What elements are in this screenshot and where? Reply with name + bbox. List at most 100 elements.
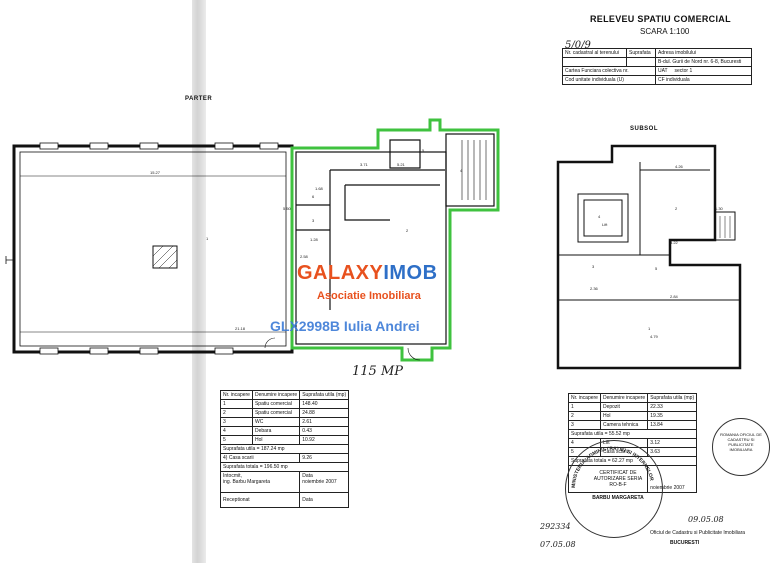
ground-entrance-mark — [5, 256, 14, 264]
cadastral-col3: Adresa imobilului — [654, 48, 753, 58]
bt-header-nr: Nr. incapere — [568, 393, 601, 403]
cadastral-table: Nr. cadastral al terenului Suprafata Adr… — [562, 48, 753, 85]
basement-room-2: 2 — [675, 206, 678, 211]
basement-dim-1: 3.22 — [670, 240, 679, 245]
gt-date-val: noiembrie 2007 — [302, 479, 337, 485]
ground-room-6: 6 — [312, 194, 315, 199]
bt-sum-util: Suprafata utila = 55.52 mp — [567, 429, 698, 439]
ground-room-1: 1 — [206, 236, 209, 241]
basement-stair-lines — [719, 216, 731, 238]
watermark-brand: GALAXYIMOB — [297, 262, 438, 285]
ground-dim-2: 5.50 — [283, 206, 292, 211]
ground-bottom-windows — [39, 347, 234, 355]
cadastral-sector: sector 1 — [674, 68, 693, 74]
cadastral-cod-label: Cod unitate individuala (U) — [562, 75, 656, 85]
gt-date-label: Data — [302, 473, 313, 479]
basement-dim-2: 2.36 — [590, 286, 599, 291]
gt-drafted-label: Intocmit, — [223, 473, 242, 479]
highlighted-unit-outline — [290, 118, 500, 362]
watermark-agent: GLX2998B Iulia Andrei — [270, 318, 420, 334]
bt-header-name: Denumire incapere — [599, 393, 649, 403]
ground-floor-label: PARTER — [185, 96, 213, 102]
ground-dim-5: 1.28 — [310, 237, 319, 242]
cadastral-uat: UAT — [657, 68, 668, 74]
gt-header-area: Suprafata utila (mp) — [299, 390, 350, 400]
gt-received-date: Data — [299, 492, 350, 508]
gt-stairs: 4) Casa scarii — [219, 453, 301, 463]
office-bottom-city: BUCURESTI — [670, 540, 700, 546]
document-scale: SCARA 1:100 — [640, 27, 690, 36]
cadastral-col2: Suprafata — [626, 48, 656, 58]
cadastre-stamp-text: ROMANIA OFICIUL DE CADASTRU SI PUBLICITA… — [720, 432, 762, 452]
basement-outer-wall — [556, 144, 742, 370]
ground-room-5: 5 — [422, 148, 425, 153]
gt-drafted-name: ing. Barbu Margareta — [223, 479, 270, 485]
scan-fold-shadow — [192, 0, 206, 563]
basement-dim-4: 4.79 — [650, 334, 659, 339]
ground-room-3: 3 — [312, 218, 315, 223]
unit-interior-walls — [295, 133, 495, 345]
ground-column-hatch — [152, 245, 178, 269]
ground-floor-plan: 1 2 3 4 5 6 15.27 21.18 5.50 3.71 1.68 1… — [5, 118, 500, 362]
basement-lift-number: 4 — [598, 214, 601, 219]
ground-dim-7: 2.58 — [300, 254, 309, 259]
gt-stairs-val: 9.26 — [299, 453, 350, 463]
document-title: RELEVEU SPATIU COMERCIAL — [590, 14, 731, 24]
ground-column — [152, 245, 178, 269]
engineer-stamp — [565, 440, 663, 538]
gt-received-label: Receptionat — [219, 492, 301, 508]
basement-room-3: 3 — [592, 264, 595, 269]
handwritten-reference: 5/0/9 — [565, 40, 591, 51]
basement-plan: 4 Lift 1 2 3 5 4.26 3.22 2.36 2.84 4.79 … — [556, 144, 742, 370]
basement-room-1: 1 — [648, 326, 651, 331]
unit-door-arc — [407, 347, 421, 361]
watermark-brand-orange: GALAXY — [297, 262, 384, 284]
gt-total: Suprafata totala = 196.50 mp — [219, 462, 350, 472]
ground-dim-6: 5.21 — [397, 162, 406, 167]
ground-top-windows — [39, 142, 279, 150]
basement-dim-3: 2.84 — [670, 294, 679, 299]
handwritten-number-1: 292334 — [540, 522, 571, 531]
cadastral-cf-individual: CF individuala — [654, 75, 753, 85]
ground-staircase — [461, 140, 487, 200]
cadastral-address: B-dul. Gurii de Nord nr. 6-8, Bucuresti — [654, 57, 753, 67]
gt-header-name: Denumire incapere — [251, 390, 301, 400]
basement-label: SUBSOL — [630, 126, 659, 132]
bt-header-area: Suprafata utila (mp) — [647, 393, 698, 403]
office-bottom-text: Oficiul de Cadastru si Publicitate Imobi… — [650, 530, 746, 536]
basement-lift-label: Lift — [602, 222, 608, 227]
gt-sum-util: Suprafata utila = 187.24 mp — [219, 444, 350, 454]
handwritten-area-note: 115 MP — [352, 364, 404, 379]
handwritten-number-2: 09.05.08 — [688, 515, 724, 524]
ground-dim-3: 3.71 — [360, 162, 369, 167]
cadastral-cf-label: Cartea Funciara colectiva nr. — [562, 66, 656, 76]
ground-dim-1: 21.18 — [235, 326, 246, 331]
ground-dim-4: 1.68 — [315, 186, 324, 191]
cadastre-stamp — [712, 418, 770, 476]
ground-area-table: Nr. incapere Denumire incapere Suprafata… — [219, 390, 350, 508]
ground-door-arc — [264, 337, 276, 349]
ground-dim-0: 15.27 — [150, 170, 161, 175]
handwritten-number-3: 07.05.08 — [540, 540, 576, 549]
watermark-brand-blue: IMOB — [383, 262, 438, 284]
engineer-stamp-ring-text: MINISTERUL ADMINISTRATIEI SI INTERNELOR — [571, 446, 654, 488]
cadastral-col1: Nr. cadastral al terenului — [562, 48, 627, 58]
watermark-subtitle: Asociatie Imobiliara — [317, 290, 421, 302]
basement-interior-walls — [558, 162, 740, 301]
basement-dim-5: 1.30 — [715, 206, 724, 211]
ground-room-2: 2 — [406, 228, 409, 233]
ground-room-4: 4 — [460, 168, 463, 173]
engineer-stamp-text: CERTIFICAT DE AUTORIZARE SERIA RO-B-F — [593, 470, 643, 488]
basement-dim-0: 4.26 — [675, 164, 684, 169]
basement-room-5: 5 — [655, 266, 658, 271]
engineer-stamp-name: BARBU MARGARETA — [592, 495, 644, 501]
gt-header-nr: Nr. incapere — [220, 390, 253, 400]
